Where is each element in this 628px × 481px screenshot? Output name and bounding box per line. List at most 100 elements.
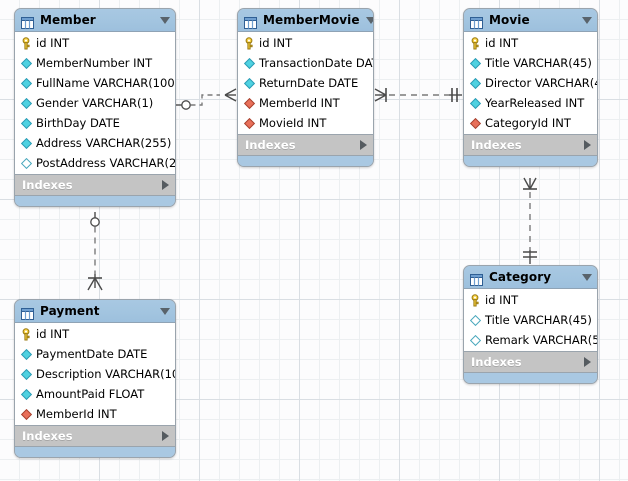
table-header-category[interactable]: Category	[464, 266, 597, 289]
column-diamond-icon	[469, 77, 482, 90]
column-row[interactable]: Title VARCHAR(45)	[464, 310, 597, 330]
column-diamond-icon	[20, 368, 33, 381]
table-member[interactable]: Member id INT MemberNumber INT FullName VAR…	[14, 8, 176, 207]
table-category[interactable]: Category id INT Title VARCHAR(45) Remark VA…	[463, 265, 598, 384]
column-label: Description VARCHAR(100)	[36, 366, 176, 381]
column-row[interactable]: MovieId INT	[238, 113, 373, 133]
indexes-row[interactable]: Indexes	[15, 426, 175, 447]
column-label: MemberId INT	[36, 406, 117, 421]
table-title: Payment	[40, 304, 100, 318]
table-payment[interactable]: Payment id INT PaymentDate DATE Description…	[14, 299, 176, 458]
foreign-key-diamond-icon	[243, 117, 256, 130]
table-footer	[464, 156, 597, 166]
indexes-row[interactable]: Indexes	[464, 135, 597, 156]
column-label: YearReleased INT	[485, 95, 585, 110]
expand-right-icon[interactable]	[162, 431, 169, 441]
column-label: CategoryId INT	[485, 115, 571, 130]
indexes-label: Indexes	[471, 354, 522, 369]
column-diamond-icon	[20, 117, 33, 130]
table-header-movie[interactable]: Movie	[464, 9, 597, 32]
column-label: Remark VARCHAR(500)	[485, 332, 598, 347]
column-diamond-icon	[469, 314, 482, 327]
column-row[interactable]: id INT	[15, 324, 175, 344]
foreign-key-diamond-icon	[20, 408, 33, 421]
table-header-member[interactable]: Member	[15, 9, 175, 32]
indexes-label: Indexes	[245, 137, 296, 152]
foreign-key-diamond-icon	[469, 117, 482, 130]
column-diamond-icon	[20, 77, 33, 90]
column-label: FullName VARCHAR(100)	[36, 75, 176, 90]
table-icon	[21, 305, 34, 320]
column-row[interactable]: PostAddress VARCHAR(255)	[15, 153, 175, 173]
column-label: MemberNumber INT	[36, 55, 153, 70]
column-row[interactable]: BirthDay DATE	[15, 113, 175, 133]
table-footer	[15, 447, 175, 457]
table-icon	[470, 14, 483, 29]
expand-right-icon[interactable]	[584, 140, 591, 150]
table-title: Category	[489, 270, 552, 284]
column-label: id INT	[485, 292, 519, 307]
column-label: id INT	[36, 326, 70, 341]
column-row[interactable]: CategoryId INT	[464, 113, 597, 133]
indexes-label: Indexes	[22, 177, 73, 192]
column-row[interactable]: id INT	[238, 33, 373, 53]
column-label: BirthDay DATE	[36, 115, 120, 130]
expand-right-icon[interactable]	[162, 180, 169, 190]
column-label: id INT	[36, 35, 70, 50]
expand-right-icon[interactable]	[584, 357, 591, 367]
indexes-row[interactable]: Indexes	[238, 135, 373, 156]
column-row[interactable]: ReturnDate DATE	[238, 73, 373, 93]
connector-membermovie-movie	[374, 88, 462, 102]
column-diamond-icon	[469, 334, 482, 347]
column-row[interactable]: PaymentDate DATE	[15, 344, 175, 364]
column-label: Title VARCHAR(45)	[485, 312, 592, 327]
column-row[interactable]: Title VARCHAR(45)	[464, 53, 597, 73]
column-label: PaymentDate DATE	[36, 346, 148, 361]
table-footer	[238, 156, 373, 166]
column-row[interactable]: AmountPaid FLOAT	[15, 384, 175, 404]
chevron-down-icon[interactable]	[160, 307, 170, 315]
column-row[interactable]: id INT	[464, 33, 597, 53]
indexes-row[interactable]: Indexes	[464, 352, 597, 373]
indexes-row[interactable]: Indexes	[15, 175, 175, 196]
column-label: MemberId INT	[259, 95, 340, 110]
column-row[interactable]: FullName VARCHAR(100)	[15, 73, 175, 93]
column-row[interactable]: Remark VARCHAR(500)	[464, 330, 597, 350]
column-diamond-icon	[20, 157, 33, 170]
table-icon	[470, 271, 483, 286]
column-row[interactable]: TransactionDate DATE	[238, 53, 373, 73]
column-label: id INT	[259, 35, 293, 50]
table-header-membermovie[interactable]: MemberMovie	[238, 9, 373, 32]
chevron-down-icon[interactable]	[160, 16, 170, 24]
column-row[interactable]: id INT	[464, 290, 597, 310]
primary-key-icon	[469, 36, 482, 50]
column-row[interactable]: Description VARCHAR(100)	[15, 364, 175, 384]
chevron-down-icon[interactable]	[582, 273, 592, 281]
column-row[interactable]: MemberNumber INT	[15, 53, 175, 73]
table-title: Movie	[489, 13, 530, 27]
column-row[interactable]: Address VARCHAR(255)	[15, 133, 175, 153]
column-row[interactable]: id INT	[15, 33, 175, 53]
table-footer	[464, 373, 597, 383]
column-row[interactable]: Gender VARCHAR(1)	[15, 93, 175, 113]
column-diamond-icon	[20, 388, 33, 401]
indexes-label: Indexes	[22, 428, 73, 443]
column-row[interactable]: Director VARCHAR(45)	[464, 73, 597, 93]
chevron-down-icon[interactable]	[582, 16, 592, 24]
expand-right-icon[interactable]	[360, 140, 367, 150]
column-list: id INT PaymentDate DATE Description VARCHA…	[15, 323, 175, 426]
chevron-down-icon[interactable]	[365, 16, 373, 24]
indexes-label: Indexes	[471, 137, 522, 152]
column-label: Director VARCHAR(45)	[485, 75, 597, 90]
column-row[interactable]: YearReleased INT	[464, 93, 597, 113]
column-diamond-icon	[20, 57, 33, 70]
column-row[interactable]: MemberId INT	[15, 404, 175, 424]
column-diamond-icon	[243, 77, 256, 90]
table-header-payment[interactable]: Payment	[15, 300, 175, 323]
column-diamond-icon	[243, 57, 256, 70]
primary-key-icon	[243, 36, 256, 50]
column-row[interactable]: MemberId INT	[238, 93, 373, 113]
